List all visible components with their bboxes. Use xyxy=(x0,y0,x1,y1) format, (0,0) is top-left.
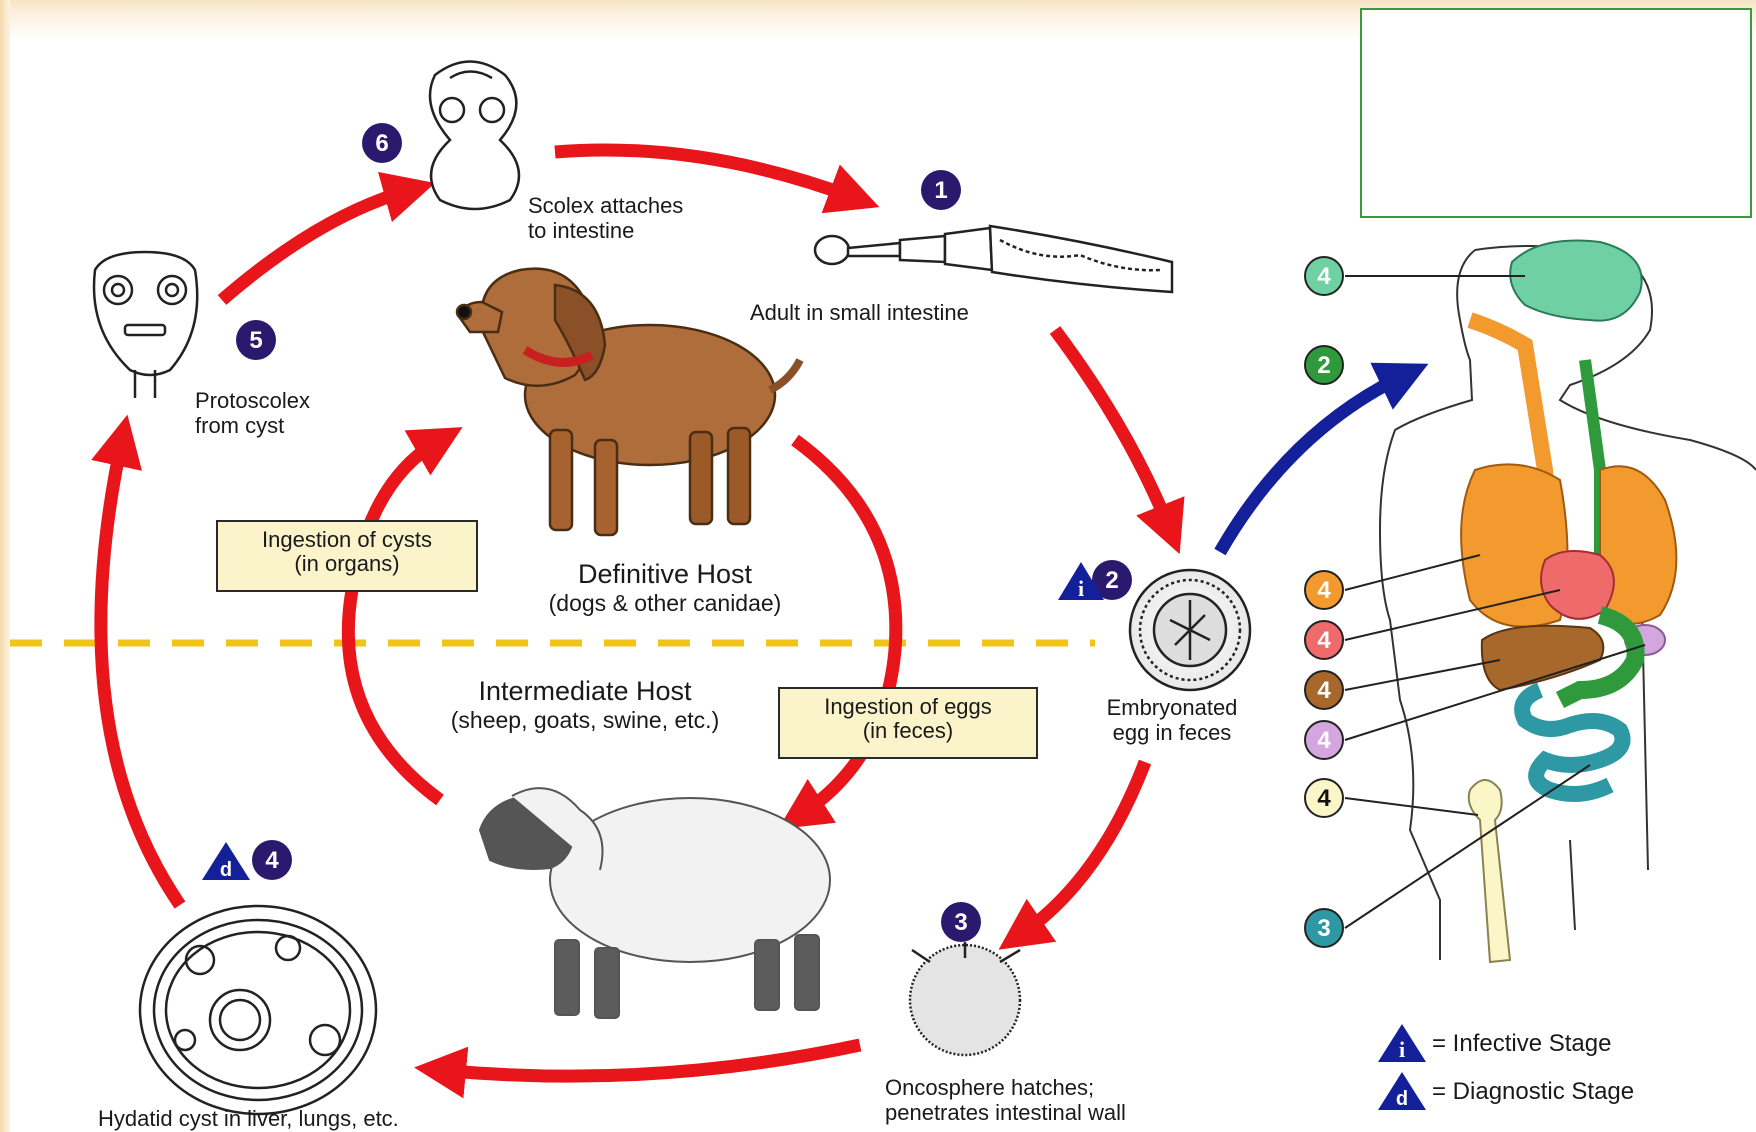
human-marker-liver: 4 xyxy=(1305,671,1343,709)
definitive-host-subtitle: (dogs & other canidae) xyxy=(500,590,830,617)
human-marker-number: 4 xyxy=(1317,263,1331,290)
human-marker-number: 3 xyxy=(1317,915,1330,942)
arrow-sheep-to-dog xyxy=(348,440,440,800)
svg-text:4: 4 xyxy=(265,847,279,874)
human-marker-spleen: 4 xyxy=(1305,721,1343,759)
svg-text:2: 2 xyxy=(1105,567,1118,594)
human-intestine xyxy=(1522,690,1622,794)
adult-label: Adult in small intestine xyxy=(750,300,969,325)
scolex-figure xyxy=(430,62,519,210)
embryonated-egg-label: Embryonated egg in feces xyxy=(1082,695,1262,745)
human-marker-intestine: 3 xyxy=(1305,909,1343,947)
arrow-scolex-to-adult xyxy=(555,150,855,198)
stage-badge-1: 1 xyxy=(921,170,961,210)
sheep-figure xyxy=(480,788,830,1018)
intermediate-host-label: Intermediate Host (sheep, goats, swine, … xyxy=(405,675,765,734)
human-liver xyxy=(1482,626,1604,690)
human-marker-bone: 4 xyxy=(1305,779,1343,817)
protoscolex-figure xyxy=(94,252,197,398)
human-marker-number: 4 xyxy=(1317,677,1331,704)
human-marker-number: 4 xyxy=(1317,577,1331,604)
stage-badge-6: 6 xyxy=(362,123,402,163)
legend-infective-icon: i xyxy=(1378,1024,1426,1062)
arrow-protoscolex-to-scolex xyxy=(222,190,410,300)
svg-text:5: 5 xyxy=(249,327,262,354)
human-marker-number: 2 xyxy=(1317,352,1330,379)
arrow-oncosphere-to-hydatid xyxy=(440,1045,860,1076)
human-marker-lungs: 4 xyxy=(1305,571,1343,609)
human-marker-number: 4 xyxy=(1317,627,1331,654)
scolex-label: Scolex attaches to intestine xyxy=(528,193,683,243)
svg-text:1: 1 xyxy=(934,177,947,204)
arrow-egg-to-human xyxy=(1220,375,1405,552)
svg-text:d: d xyxy=(220,859,232,881)
stage-badge-4: 4 xyxy=(252,840,292,880)
intermediate-host-subtitle: (sheep, goats, swine, etc.) xyxy=(405,707,765,734)
oncosphere-label: Oncosphere hatches; penetrates intestina… xyxy=(885,1075,1126,1125)
svg-text:i: i xyxy=(1399,1037,1405,1062)
empty-caption-box xyxy=(1360,8,1752,218)
human-marker-mouth: 2 xyxy=(1305,346,1343,384)
human-marker-number: 4 xyxy=(1317,785,1331,812)
hydatid-cyst-label: Hydatid cyst in liver, lungs, etc. xyxy=(98,1106,399,1131)
svg-text:d: d xyxy=(1396,1088,1408,1110)
arrow-adult-to-egg xyxy=(1055,330,1170,530)
dog-figure xyxy=(457,269,800,535)
svg-text:3: 3 xyxy=(954,909,967,936)
definitive-host-label: Definitive Host (dogs & other canidae) xyxy=(500,558,830,617)
adult-worm-figure xyxy=(815,226,1172,292)
definitive-host-title: Definitive Host xyxy=(500,558,830,590)
embryonated-egg-figure xyxy=(1130,570,1250,690)
svg-text:i: i xyxy=(1078,576,1084,601)
legend-infective-text: = Infective Stage xyxy=(1432,1030,1611,1058)
hydatid-cyst-figure xyxy=(140,906,376,1114)
human-marker-number: 4 xyxy=(1317,727,1331,754)
ingestion-of-cysts-box: Ingestion of cysts (in organs) xyxy=(216,520,478,592)
human-marker-group: 4 2 4 4 4 4 4 3 xyxy=(1305,257,1343,947)
diagnostic-stage-icon: d xyxy=(202,842,250,881)
human-brain xyxy=(1510,241,1641,321)
human-marker-heart: 4 xyxy=(1305,621,1343,659)
legend-diagnostic-icon: d xyxy=(1378,1072,1426,1110)
arrow-egg-to-oncosphere xyxy=(1020,762,1145,935)
oncosphere-figure xyxy=(910,942,1020,1055)
human-bone xyxy=(1469,780,1510,962)
protoscolex-label: Protoscolex from cyst xyxy=(195,388,310,438)
legend-diagnostic-text: = Diagnostic Stage xyxy=(1432,1078,1634,1106)
arrow-hydatid-to-protoscolex xyxy=(101,440,180,905)
svg-text:6: 6 xyxy=(375,130,388,157)
ingestion-of-eggs-box: Ingestion of eggs (in feces) xyxy=(778,687,1038,759)
stage-badge-5: 5 xyxy=(236,320,276,360)
human-marker-brain: 4 xyxy=(1305,257,1343,295)
stage-badge-3: 3 xyxy=(941,902,981,942)
intermediate-host-title: Intermediate Host xyxy=(405,675,765,707)
